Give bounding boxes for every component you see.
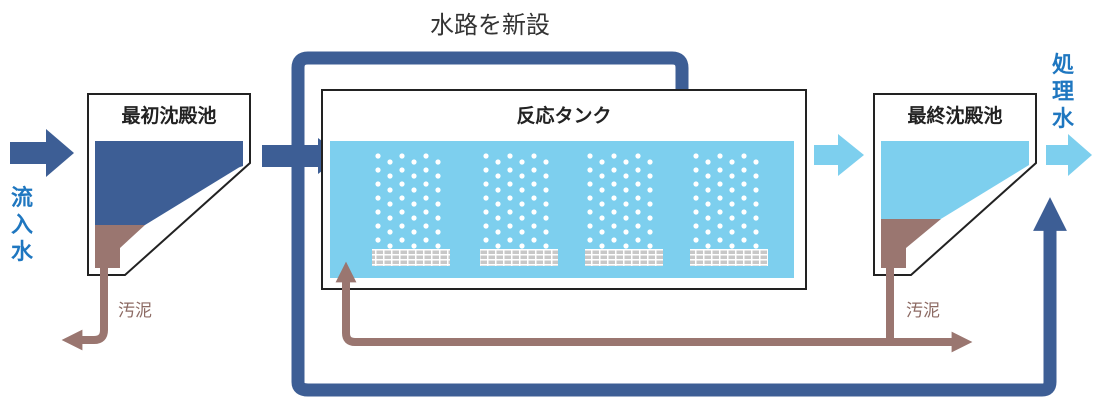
outflow-label: 処 理 水 bbox=[1052, 52, 1075, 132]
flow-arrow-to-final bbox=[814, 134, 864, 176]
diffuser bbox=[585, 249, 663, 266]
reaction-tank: 反応タンク bbox=[321, 89, 807, 290]
reaction-tank-title: 反応タンク bbox=[516, 104, 611, 127]
outflow-char: 理 bbox=[1052, 80, 1074, 105]
primary-sludge-line: 汚泥 bbox=[61, 268, 152, 351]
diagram-title: 水路を新設 bbox=[430, 11, 550, 39]
sludge-label-right: 汚泥 bbox=[906, 301, 940, 321]
return-sludge-line: 汚泥 bbox=[335, 261, 973, 353]
inflow-arrow bbox=[10, 129, 74, 177]
diffuser bbox=[690, 249, 768, 266]
sludge-label-left: 汚泥 bbox=[118, 301, 152, 321]
outflow-arrow bbox=[1046, 134, 1092, 176]
diffuser bbox=[372, 249, 450, 266]
final-sedimentation-tank: 最終沈殿池 bbox=[873, 93, 1037, 276]
diffuser bbox=[480, 249, 558, 266]
inflow-char: 水 bbox=[11, 240, 34, 265]
inflow-char: 流 bbox=[11, 185, 33, 211]
inflow-label: 流 入 水 bbox=[11, 185, 34, 265]
inflow-char: 入 bbox=[11, 213, 33, 238]
outflow-char: 処 bbox=[1052, 52, 1074, 78]
primary-sedimentation-tank: 最初沈殿池 bbox=[87, 93, 251, 276]
final-tank-title: 最終沈殿池 bbox=[907, 104, 1002, 127]
primary-tank-title: 最初沈殿池 bbox=[121, 104, 216, 127]
outflow-char: 水 bbox=[1052, 107, 1075, 132]
